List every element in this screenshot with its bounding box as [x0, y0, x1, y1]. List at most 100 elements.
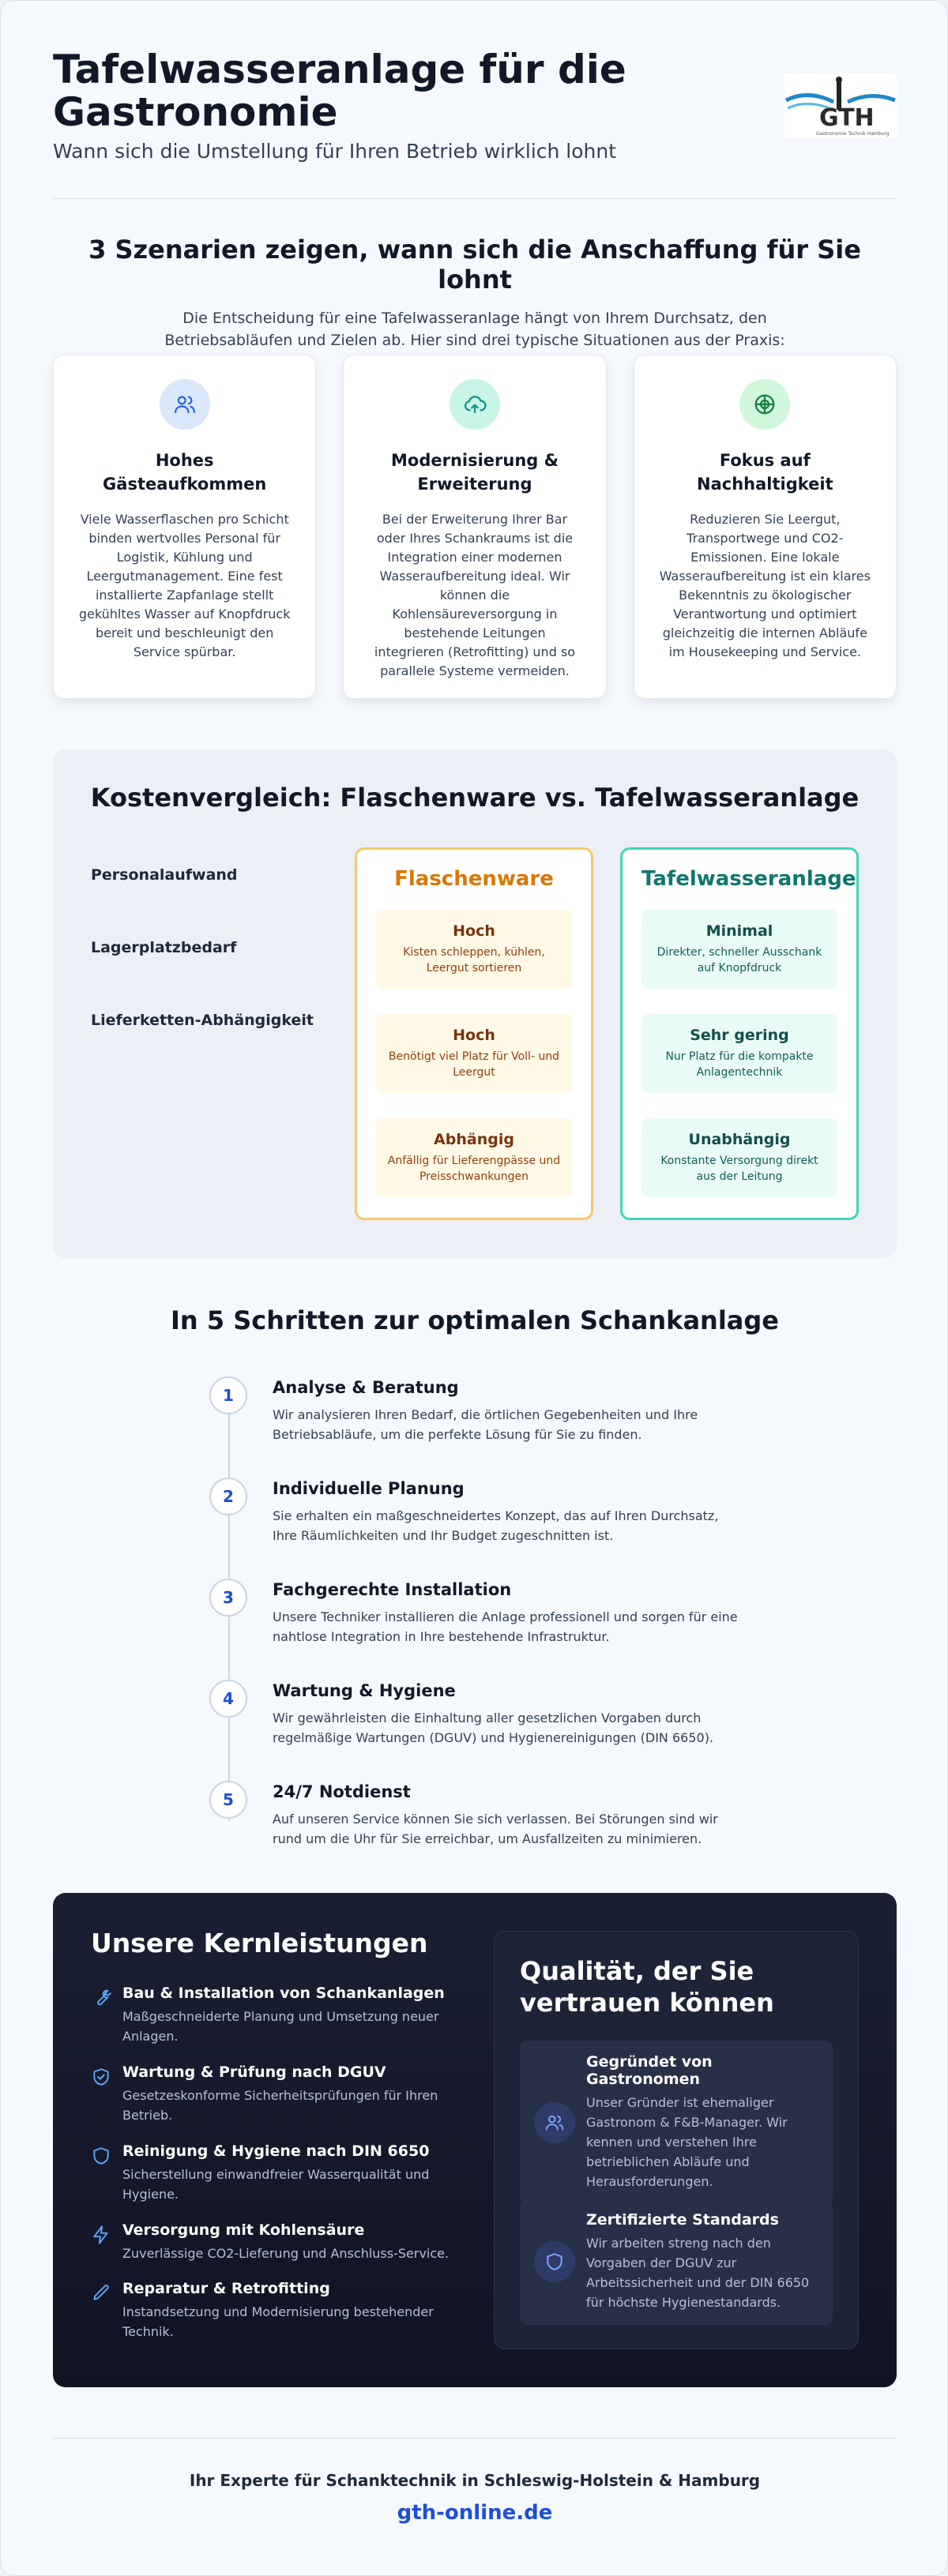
cost-comparison: Kostenvergleich: Flaschenware vs. Tafelw…: [53, 749, 897, 1258]
step-title: Individuelle Planung: [273, 1479, 465, 1498]
scenario-text: Viele Wasserflaschen pro Schicht binden …: [78, 512, 291, 659]
step-text: Wir analysieren Ihren Bedarf, die örtlic…: [273, 1407, 698, 1442]
service-title: Bau & Installation von Schankanlagen: [122, 1985, 445, 2002]
service-item: Bau & Installation von Schankanlagen Maß…: [91, 1985, 462, 2046]
cell-value: Sehr gering: [690, 1027, 789, 1044]
services-section: Unsere Kernleistungen Bau & Installation…: [53, 1893, 897, 2387]
step-text: Auf unseren Service können Sie sich verl…: [273, 1812, 718, 1846]
cell-note: Benötigt viel Platz für Voll- und Leergu…: [388, 1050, 560, 1079]
users-icon: [534, 2101, 575, 2143]
cell-value: Hoch: [453, 922, 495, 940]
service-item: Versorgung mit Kohlensäure Zuverlässige …: [91, 2221, 462, 2263]
step-item: 5 24/7 Notdienst Auf unseren Service kön…: [209, 1781, 762, 1860]
hygiene-shield-icon: [93, 2147, 109, 2165]
scenario-card: Fokus auf Nachhaltigkeit Reduzieren Sie …: [633, 355, 897, 699]
steps-title: In 5 Schritten zur optimalen Schankanlag…: [170, 1305, 779, 1335]
divider: [53, 2438, 897, 2439]
step-item: 2 Individuelle Planung Sie erhalten ein …: [209, 1478, 762, 1556]
cloud-upload-icon: [449, 379, 500, 430]
shield-icon: [534, 2241, 575, 2282]
step-title: 24/7 Notdienst: [273, 1782, 411, 1801]
step-text: Sie erhalten ein maßgeschneidertes Konze…: [273, 1508, 719, 1543]
trust-panel: Qualität, der Sie vertrauen können Gegrü…: [494, 1931, 859, 2349]
gth-logo-graphic: GTH Gastronomie Technik Hamburg: [784, 77, 896, 137]
cell-note: Konstante Versorgung direkt aus der Leit…: [660, 1155, 818, 1183]
scenario-text: Reduzieren Sie Leergut, Transportwege un…: [659, 512, 871, 659]
trust-item-text: Wir arbeiten streng nach den Vorgaben de…: [586, 2236, 810, 2310]
system-title: Tafelwasseranlage: [641, 867, 856, 891]
step-number: 2: [209, 1478, 247, 1515]
wrench-icon: [97, 1989, 111, 2006]
service-text: Gesetzeskonforme Sicherheitsprüfungen fü…: [122, 2088, 438, 2123]
step-number: 1: [209, 1376, 247, 1414]
step-number: 4: [209, 1680, 247, 1718]
step-title: Analyse & Beratung: [273, 1378, 459, 1397]
bottled-title: Flaschenware: [394, 867, 554, 891]
trust-item-text: Unser Gründer ist ehemaliger Gastronom &…: [586, 2095, 788, 2189]
step-title: Fachgerechte Installation: [273, 1580, 512, 1599]
page-title: Tafelwasseranlage für die Gastronomie: [53, 47, 626, 135]
comparison-title: Kostenvergleich: Flaschenware vs. Tafelw…: [90, 783, 860, 813]
scenarios-title: 3 Szenarien zeigen, wann sich die Anscha…: [88, 235, 861, 295]
service-item: Reinigung & Hygiene nach DIN 6650 Sicher…: [91, 2142, 462, 2204]
trust-item: Zertifizierte Standards Wir arbeiten str…: [520, 2199, 833, 2325]
service-item: Wartung & Prüfung nach DGUV Gesetzeskonf…: [91, 2063, 462, 2125]
trust-item-title: Zertifizierte Standards: [586, 2211, 779, 2229]
cell-note: Anfällig für Lieferengpässe und Preissch…: [387, 1155, 561, 1183]
shield-check-icon: [93, 2068, 109, 2086]
cell-value: Abhängig: [434, 1131, 514, 1148]
services-title: Unsere Kernleistungen: [91, 1928, 428, 1958]
cell-note: Direkter, schneller Ausschank auf Knopfd…: [656, 946, 822, 974]
service-text: Maßgeschneiderte Planung und Umsetzung n…: [122, 2009, 439, 2044]
trust-item-title: Gegründet von Gastronomen: [586, 2053, 713, 2088]
scenarios-intro: Die Entscheidung für eine Tafelwasseranl…: [164, 310, 785, 349]
cell-note: Kisten schleppen, kühlen, Leergut sortie…: [403, 946, 545, 974]
service-title: Versorgung mit Kohlensäure: [122, 2221, 365, 2239]
cell-value: Minimal: [705, 922, 773, 940]
cell-value: Unabhängig: [688, 1131, 791, 1148]
cell-value: Hoch: [453, 1027, 495, 1044]
scenario-title: Fokus auf Nachhaltigkeit: [697, 451, 833, 494]
step-number: 3: [209, 1579, 247, 1617]
trust-item: Gegründet von Gastronomen Unser Gründer …: [520, 2041, 833, 2204]
pencil-icon: [93, 2285, 109, 2300]
page-header: Tafelwasseranlage für die Gastronomie Wa…: [53, 48, 897, 167]
gth-logo: GTH Gastronomie Technik Hamburg: [784, 73, 897, 138]
logo-text: GTH: [819, 104, 875, 132]
step-item: 4 Wartung & Hygiene Wir gewährleisten di…: [209, 1680, 762, 1759]
service-title: Reinigung & Hygiene nach DIN 6650: [122, 2142, 430, 2160]
row-label: Lieferketten-Abhängigkeit: [91, 1012, 314, 1029]
trust-title: Qualität, der Sie vertrauen können: [520, 1956, 774, 2018]
cell-note: Nur Platz für die kompakte Anlagentechni…: [665, 1050, 814, 1079]
step-title: Wartung & Hygiene: [273, 1681, 456, 1700]
scenario-card: Modernisierung & Erweiterung Bei der Erw…: [343, 355, 607, 699]
scenario-cards: Hohes Gästeaufkommen Viele Wasserflasche…: [53, 355, 897, 699]
scenario-title: Hohes Gästeaufkommen: [103, 451, 267, 494]
page-subtitle: Wann sich die Umstellung für Ihren Betri…: [53, 140, 617, 163]
website-link[interactable]: gth-online.de: [397, 2501, 553, 2525]
scenario-text: Bei der Erweiterung Ihrer Bar oder Ihres…: [374, 512, 576, 678]
service-text: Instandsetzung und Modernisierung besteh…: [122, 2304, 434, 2339]
step-text: Unsere Techniker installieren die Anlage…: [273, 1609, 738, 1644]
scenarios-section: 3 Szenarien zeigen, wann sich die Anscha…: [53, 235, 897, 351]
service-title: Wartung & Prüfung nach DGUV: [122, 2063, 386, 2081]
step-text: Wir gewährleisten die Einhaltung aller g…: [273, 1710, 714, 1745]
logo-tagline: Gastronomie Technik Hamburg: [816, 131, 890, 137]
service-text: Zuverlässige CO2-Lieferung und Anschluss…: [122, 2246, 450, 2261]
service-text: Sicherstellung einwandfreier Wasserquali…: [122, 2167, 430, 2202]
users-icon: [159, 379, 210, 430]
footer-tagline: Ihr Experte für Schanktechnik in Schlesw…: [189, 2471, 761, 2490]
service-title: Reparatur & Retrofitting: [122, 2280, 330, 2297]
step-item: 3 Fachgerechte Installation Unsere Techn…: [209, 1579, 762, 1658]
step-item: 1 Analyse & Beratung Wir analysieren Ihr…: [209, 1376, 762, 1455]
step-number: 5: [209, 1781, 247, 1819]
row-label: Lagerplatzbedarf: [91, 939, 237, 956]
